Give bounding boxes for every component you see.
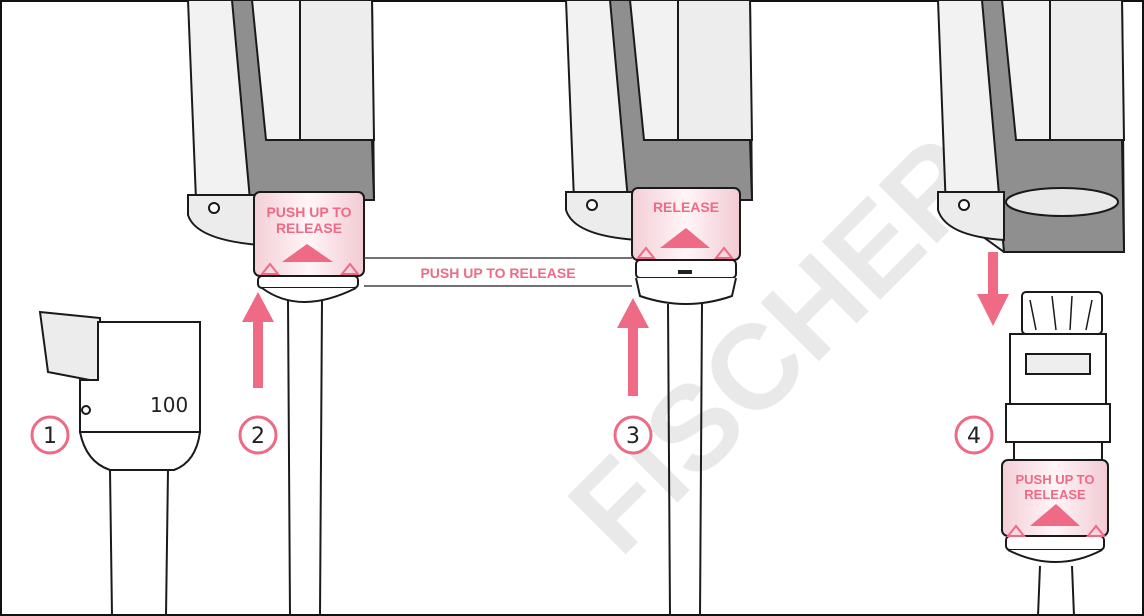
svg-text:3: 3 [626, 424, 640, 449]
callout-lines [364, 257, 632, 287]
tip-shaft-2 [261, 287, 357, 616]
step-badge-3: 3 [613, 415, 653, 455]
pipette-body-2 [186, 0, 376, 247]
released-nozzle-4 [1005, 291, 1111, 463]
arrow-up-icon [617, 298, 649, 396]
step-badge-1: 1 [30, 415, 70, 455]
arrow-up-icon [242, 292, 274, 388]
collar-label-line2-4: RELEASE [1024, 487, 1086, 502]
collar-label-line1-4: PUSH UP TO [1016, 472, 1095, 487]
collar-label-line1-2: PUSH UP TO [266, 204, 351, 220]
step-badge-4: 4 [954, 415, 994, 455]
callout-label: PUSH UP TO RELEASE [420, 265, 575, 281]
shaft-4 [1007, 549, 1103, 616]
arrow-down-icon [977, 252, 1009, 326]
pipette-body-4 [936, 0, 1126, 253]
pipette-tip [38, 310, 202, 616]
tip-shaft-3 [635, 277, 737, 616]
eject-collar-4 [1001, 459, 1109, 551]
eject-collar-3 [631, 187, 741, 279]
svg-text:4: 4 [967, 424, 981, 449]
svg-text:1: 1 [43, 424, 57, 449]
step-badge-2: 2 [238, 415, 278, 455]
collar-label-line2-3: RELEASE [653, 199, 719, 215]
svg-text:2: 2 [251, 424, 265, 449]
collar-label-line2-2: RELEASE [276, 220, 342, 236]
tip-volume-label: 100 [150, 393, 188, 417]
